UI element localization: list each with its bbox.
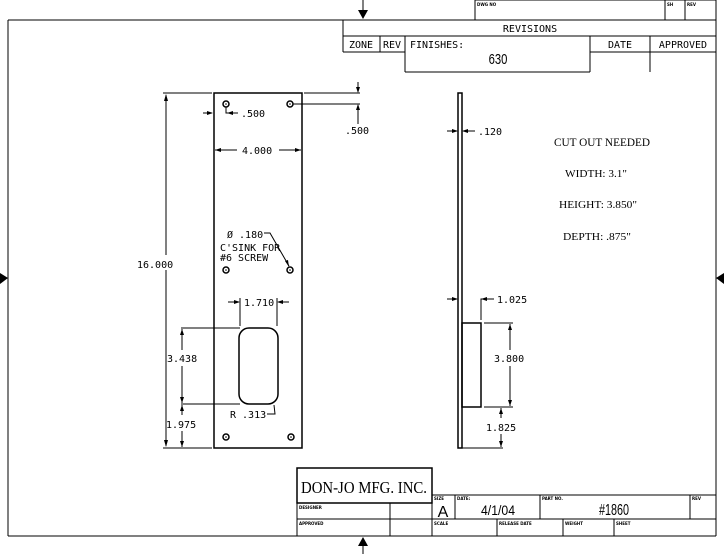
weight-label: WEIGHT [565,521,583,526]
cutout-box [461,322,482,408]
dim-hole-offset-x: .500 [241,109,265,120]
date-label: DATE: [457,496,471,501]
title-block: DON-JO MFG. INC. DESIGNER APPROVED SIZE … [296,467,716,536]
plate-outline [213,92,303,449]
rev-label: REV [692,496,702,501]
sh-label: SH [667,2,673,7]
dim-cutout-bottom: 1.975 [166,420,196,431]
cutout-notes: CUT OUT NEEDED WIDTH: 3.1" HEIGHT: 3.850… [554,135,650,243]
dim-hole-offset-y: .500 [345,126,369,137]
notes-depth: DEPTH: .875" [563,231,631,243]
approved-header: APPROVED [659,40,707,51]
part-no-label: PART NO. [542,496,563,501]
rev-header: REV [383,40,401,51]
date-value: 4/1/04 [481,502,515,518]
approved-label: APPROVED [299,521,324,526]
screw-holes [222,100,295,441]
hole-note-csink: C'SINK FOR [220,243,281,254]
part-no-value: #1860 [599,502,629,519]
arrow-left-icon [716,273,724,284]
revisions-block: DWG NO SH REV REVISIONS ZONE REV FINISHE… [342,0,717,73]
dim-thickness: .120 [478,127,502,138]
notes-height: HEIGHT: 3.850" [559,199,637,211]
sheet-frame [7,0,717,537]
revisions-title: REVISIONS [503,24,557,35]
side-view: .120 1.025 3.800 1.825 [447,92,527,449]
dim-box-bottom: 1.825 [486,423,516,434]
cutout-outline [238,327,279,405]
arrow-down-icon [358,10,368,19]
scale-label: SCALE [434,521,448,526]
dim-depth: 1.025 [497,295,527,306]
finish-value: 630 [489,50,508,67]
dim-cutout-width: 1.710 [244,298,274,309]
dim-overall-height: 16.000 [137,260,173,271]
dwg-no-label: DWG NO [477,2,497,7]
zone-header: ZONE [349,40,373,51]
arrow-right-icon [0,273,8,284]
front-view: 16.000 .500 .500 4.000 Ø .180 C'SINK FOR… [137,82,369,449]
designer-label: DESIGNER [299,505,322,510]
dim-cutout-radius: R .313 [230,410,266,421]
dim-width: 4.000 [242,146,272,157]
date-header: DATE [608,40,632,51]
size-value: A [438,504,449,521]
hole-note-diameter: Ø .180 [227,229,263,241]
plate-edge [457,92,463,449]
dim-cutout-height: 3.438 [167,354,197,365]
company-name: DON-JO MFG. INC. [301,478,427,497]
hole-note-screw: #6 SCREW [220,253,269,264]
sheet-label: SHEET [616,521,631,526]
release-date-label: RELEASE DATE [499,521,532,526]
rev-label: REV [687,2,697,7]
size-label: SIZE [434,496,444,501]
arrow-up-icon [358,537,368,546]
finishes-header: FINISHES: [410,40,464,51]
notes-width: WIDTH: 3.1" [565,168,627,180]
notes-title: CUT OUT NEEDED [554,135,650,149]
dim-box-height: 3.800 [494,354,524,365]
